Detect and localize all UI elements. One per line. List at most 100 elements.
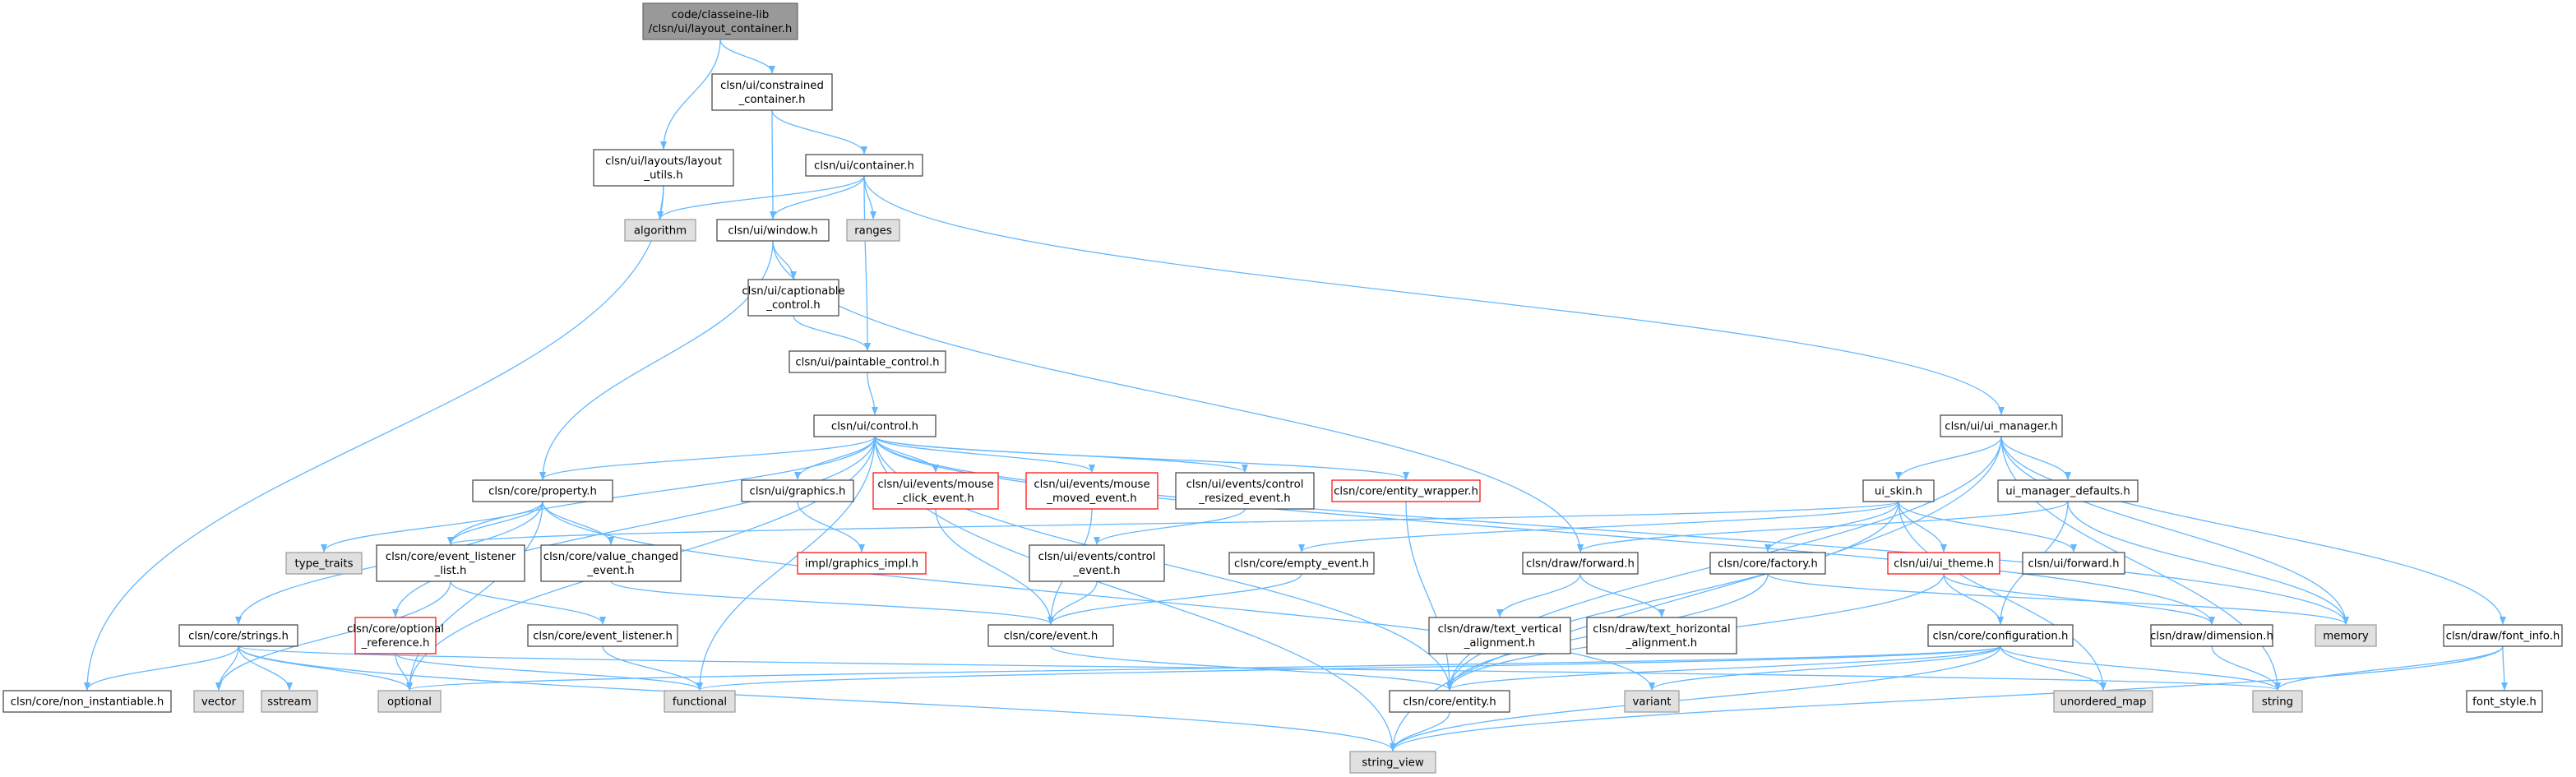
node-box xyxy=(1228,552,1375,575)
node-sstream[interactable]: sstream xyxy=(261,690,318,713)
node-box xyxy=(527,624,678,647)
edge-ui_manager-to-ui_manager_defaults xyxy=(2000,436,2071,480)
edge-configuration-to-unordered_map xyxy=(2000,645,2107,691)
node-label: clsn/ui/events/mouse xyxy=(877,479,993,491)
node-label: memory xyxy=(2323,631,2369,643)
node-label: clsn/draw/text_vertical xyxy=(1438,623,1562,636)
node-box xyxy=(1522,552,1639,575)
node-ui-forward[interactable]: clsn/ui/forward.h xyxy=(2022,552,2125,575)
node-label: type_traits xyxy=(294,558,353,571)
node-box xyxy=(376,544,525,582)
node-non-instantiable[interactable]: clsn/core/non_instantiable.h xyxy=(2,690,172,713)
node-box xyxy=(377,690,442,713)
node-ui-skin[interactable]: ui_skin.h xyxy=(1862,479,1935,502)
node-label: unordered_map xyxy=(2060,696,2147,709)
node-string-view[interactable]: string_view xyxy=(1349,751,1436,774)
node-optional[interactable]: optional xyxy=(377,690,442,713)
node-variant[interactable]: variant xyxy=(1624,690,1680,713)
node-mouse-moved[interactable]: clsn/ui/events/mouse_moved_event.h xyxy=(1025,472,1159,510)
node-layout-utils[interactable]: clsn/ui/layouts/layout_utils.h xyxy=(593,149,734,187)
node-text-horizontal[interactable]: clsn/draw/text_horizontal_alignment.h xyxy=(1586,617,1737,654)
node-ui-manager-defaults[interactable]: ui_manager_defaults.h xyxy=(1997,479,2139,502)
edge-draw_forward-to-text_vertical xyxy=(1496,573,1581,617)
node-label: ui_manager_defaults.h xyxy=(2005,486,2130,498)
node-paintable-control[interactable]: clsn/ui/paintable_control.h xyxy=(789,350,946,373)
node-optional-reference[interactable]: clsn/core/optional_reference.h xyxy=(347,617,444,654)
node-font-info[interactable]: clsn/draw/font_info.h xyxy=(2443,624,2563,647)
node-string[interactable]: string xyxy=(2252,690,2303,713)
node-window[interactable]: clsn/ui/window.h xyxy=(716,219,830,242)
node-graphics-impl[interactable]: impl/graphics_impl.h xyxy=(797,552,927,575)
node-empty-event[interactable]: clsn/core/empty_event.h xyxy=(1228,552,1375,575)
edge-strings-to-sstream xyxy=(238,645,293,691)
node-ranges[interactable]: ranges xyxy=(846,219,900,242)
node-box xyxy=(1029,544,1165,582)
edge-configuration-to-optional xyxy=(406,645,2001,691)
node-graphics[interactable]: clsn/ui/graphics.h xyxy=(741,479,854,502)
node-algorithm[interactable]: algorithm xyxy=(624,219,696,242)
node-box xyxy=(1927,624,2074,647)
node-constrained-container[interactable]: clsn/ui/constrained_container.h xyxy=(711,73,833,111)
edge-constrained_container-to-container xyxy=(771,109,867,155)
node-ui-theme[interactable]: clsn/ui/ui_theme.h xyxy=(1887,552,2000,575)
node-label: _resized_event.h xyxy=(1198,493,1290,505)
node-vector[interactable]: vector xyxy=(193,690,244,713)
node-strings[interactable]: clsn/core/strings.h xyxy=(178,624,298,647)
edge-font_info-to-font_style xyxy=(2500,645,2508,691)
node-label: _click_event.h xyxy=(896,493,974,505)
node-box xyxy=(2150,624,2273,647)
node-event-listener-list[interactable]: clsn/core/event_listener_list.h xyxy=(376,544,525,582)
node-box xyxy=(711,73,833,111)
edge-control-to-graphics xyxy=(794,436,876,480)
node-captionable-control[interactable]: clsn/ui/captionable_control.h xyxy=(742,279,845,317)
edge-strings-to-string_view xyxy=(238,645,1396,752)
node-box xyxy=(193,690,244,713)
node-control[interactable]: clsn/ui/control.h xyxy=(813,414,937,437)
node-type-traits[interactable]: type_traits xyxy=(285,552,363,575)
node-box xyxy=(987,624,1114,647)
node-control-event[interactable]: clsn/ui/events/control_event.h xyxy=(1029,544,1165,582)
node-property[interactable]: clsn/core/property.h xyxy=(472,479,613,502)
node-mouse-click[interactable]: clsn/ui/events/mouse _click_event.h xyxy=(872,472,999,510)
node-ui-manager[interactable]: clsn/ui/ui_manager.h xyxy=(1940,414,2063,437)
edge-ui_manager-to-ui_skin xyxy=(1895,436,2002,480)
node-layout-container[interactable]: code/classeine-lib/clsn/ui/layout_contai… xyxy=(642,2,798,40)
node-label: string_view xyxy=(1362,757,1424,770)
node-box xyxy=(1709,552,1826,575)
node-factory[interactable]: clsn/core/factory.h xyxy=(1709,552,1826,575)
node-value-changed[interactable]: clsn/core/value_changed_event.h xyxy=(540,544,682,582)
edge-control-to-functional xyxy=(696,436,876,691)
node-memory[interactable]: memory xyxy=(2315,624,2377,647)
node-box xyxy=(789,350,946,373)
node-label: clsn/ui/paintable_control.h xyxy=(795,357,939,369)
node-functional[interactable]: functional xyxy=(664,690,736,713)
node-entity[interactable]: clsn/core/entity.h xyxy=(1389,690,1510,713)
node-dimension[interactable]: clsn/draw/dimension.h xyxy=(2150,624,2273,647)
node-entity-wrapper[interactable]: clsn/core/entity_wrapper.h xyxy=(1331,479,1481,502)
node-label: clsn/ui/ui_theme.h xyxy=(1894,558,1994,571)
edge-control-to-entity_wrapper xyxy=(874,436,1409,480)
node-label: sstream xyxy=(267,696,312,709)
node-label: _utils.h xyxy=(643,169,682,182)
edge-empty_event-to-event xyxy=(1048,573,1302,625)
node-draw-forward[interactable]: clsn/draw/forward.h xyxy=(1522,552,1639,575)
node-label: code/classeine-lib xyxy=(672,9,770,21)
node-label: _event.h xyxy=(1072,565,1120,577)
node-box xyxy=(1025,472,1159,510)
node-label: _event.h xyxy=(586,565,634,577)
node-font-style[interactable]: font_style.h xyxy=(2466,690,2543,713)
node-label: clsn/draw/font_info.h xyxy=(2446,631,2560,643)
node-unordered-map[interactable]: unordered_map xyxy=(2053,690,2153,713)
node-label: clsn/core/configuration.h xyxy=(1933,631,2069,643)
node-box xyxy=(1428,617,1571,654)
node-container[interactable]: clsn/ui/container.h xyxy=(805,154,923,177)
node-label: clsn/ui/constrained xyxy=(720,80,824,92)
node-configuration[interactable]: clsn/core/configuration.h xyxy=(1927,624,2074,647)
node-label: _control.h xyxy=(765,299,820,312)
edge-ui_skin-to-unordered_map xyxy=(1898,501,2107,691)
node-control-resized[interactable]: clsn/ui/events/control_resized_event.h xyxy=(1175,472,1315,510)
node-box xyxy=(642,2,798,40)
node-text-vertical[interactable]: clsn/draw/text_vertical_alignment.h xyxy=(1428,617,1571,654)
node-event[interactable]: clsn/core/event.h xyxy=(987,624,1114,647)
node-event-listener[interactable]: clsn/core/event_listener.h xyxy=(527,624,678,647)
